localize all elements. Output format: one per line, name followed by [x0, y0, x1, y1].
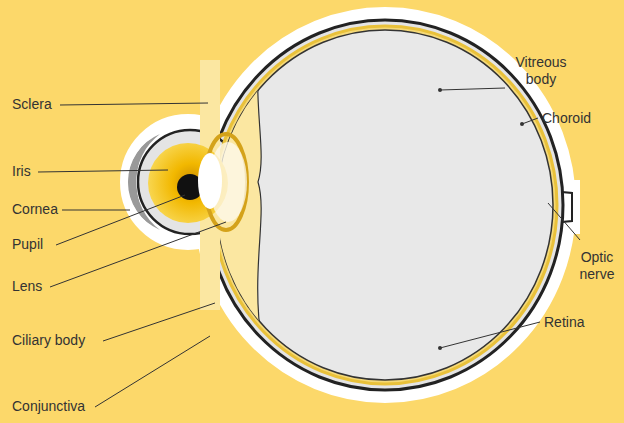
part-label: Retina: [544, 314, 614, 331]
part-label: Cornea: [12, 201, 72, 218]
choroid: [213, 26, 557, 384]
part-label: Sclera: [12, 96, 72, 113]
part-label: Ciliary body: [12, 332, 112, 349]
part-label: Conjunctiva: [12, 398, 112, 415]
part-label: Choroid: [542, 110, 622, 127]
vitreous-body: [217, 30, 553, 380]
part-label: Optic nerve: [572, 249, 622, 283]
lens-highlight: [198, 153, 222, 209]
ciliary-region: [195, 20, 262, 360]
part-label: Lens: [12, 278, 72, 295]
part-label: Vitreous body: [508, 54, 574, 88]
leader-dots: [438, 88, 524, 350]
leader-lines: [38, 88, 580, 407]
halo: [130, 20, 580, 390]
part-label: Iris: [12, 163, 72, 180]
part-label: Pupil: [12, 236, 72, 253]
